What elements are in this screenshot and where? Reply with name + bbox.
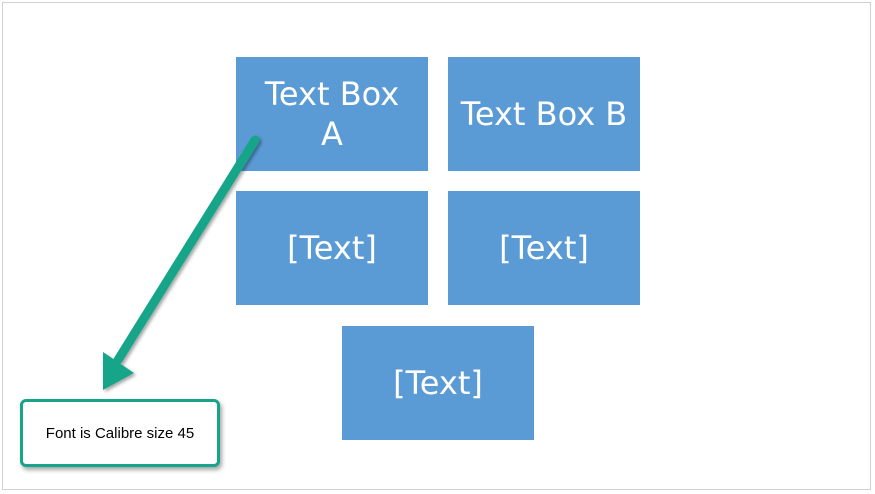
text-box-b[interactable]: Text Box B	[448, 57, 640, 171]
text-placeholder-box-1[interactable]: [Text]	[236, 191, 428, 305]
callout-text: Font is Calibre size 45	[45, 424, 195, 442]
text-placeholder-box-2[interactable]: [Text]	[448, 191, 640, 305]
font-callout-box: Font is Calibre size 45	[20, 399, 220, 467]
text-placeholder-box-3[interactable]: [Text]	[342, 326, 534, 440]
text-box-a[interactable]: Text Box A	[236, 57, 428, 171]
